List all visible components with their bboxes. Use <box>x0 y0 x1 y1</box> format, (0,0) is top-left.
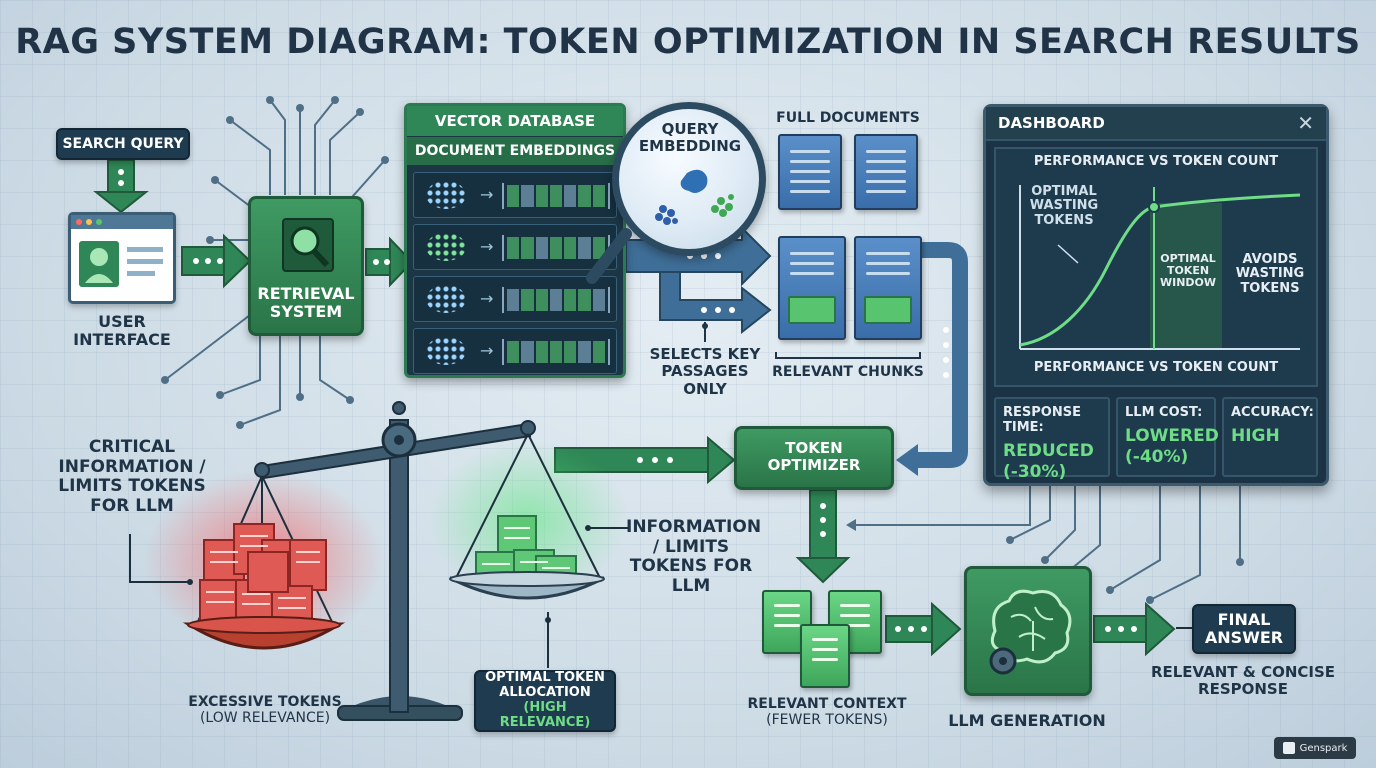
arrow-llm-to-final <box>1093 601 1176 657</box>
embedding-cluster-icon <box>426 337 466 365</box>
embedding-row: → <box>413 172 617 218</box>
page-title: RAG SYSTEM DIAGRAM: TOKEN OPTIMIZATION I… <box>15 22 1361 62</box>
annotation-avoids-wasting: AVOIDS WASTING TOKENS <box>1235 252 1305 296</box>
embedding-row: → <box>413 328 617 374</box>
document-embeddings-title: DOCUMENT EMBEDDINGS <box>407 136 623 165</box>
arrow-retrieval-to-vdb <box>365 236 414 288</box>
arrow-optimizer-to-context <box>795 489 851 584</box>
search-query-label: SEARCH QUERY <box>62 135 184 152</box>
llm-generation-label: LLM GENERATION <box>948 711 1106 730</box>
llm-generation-box[interactable] <box>964 566 1092 696</box>
relevant-concise-label: RELEVANT & CONCISE RESPONSE <box>1150 663 1336 699</box>
stat-accuracy: ACCURACY: HIGH <box>1222 397 1318 477</box>
information-limits-label: INFORMATION / LIMITS TOKENS FOR LLM <box>626 517 762 596</box>
embedding-cluster-icon <box>426 181 466 209</box>
document-icon <box>854 134 918 210</box>
query-embedding-label: QUERY EMBEDDING <box>638 120 742 156</box>
search-query-box[interactable]: SEARCH QUERY <box>56 128 190 160</box>
arrow-ui-to-retrieval <box>181 233 252 289</box>
chunk-document-icon <box>778 236 846 340</box>
logo-icon <box>1282 742 1295 754</box>
dashboard-panel: DASHBOARD ✕ PERFORMANCE VS TOKEN COUNT O… <box>983 104 1329 486</box>
circuit-traces <box>164 99 1241 601</box>
query-embedding-magnifier: QUERY EMBEDDING <box>612 102 766 256</box>
document-icon <box>778 134 842 210</box>
final-answer-box[interactable]: FINAL ANSWER <box>1192 604 1296 654</box>
retrieval-system-label: RETRIEVAL SYSTEM <box>257 284 355 322</box>
optimal-token-allocation-box: OPTIMAL TOKEN ALLOCATION (HIGH RELEVANCE… <box>474 670 616 732</box>
genspark-watermark: Genspark <box>1274 737 1356 759</box>
user-avatar-icon <box>79 241 163 287</box>
embedding-row: → <box>413 276 617 322</box>
user-interface-label: USER INTERFACE <box>73 312 171 350</box>
dashboard-title: DASHBOARD <box>998 114 1105 132</box>
arrow-context-to-llm <box>885 601 962 657</box>
balance-scale <box>144 401 628 721</box>
magnifier-handle <box>586 228 632 284</box>
selects-key-passages-label: SELECTS KEY PASSAGES ONLY <box>649 345 761 398</box>
full-documents-label: FULL DOCUMENTS <box>776 110 920 126</box>
critical-information-label: CRITICAL INFORMATION / LIMITS TOKENS FOR… <box>58 437 206 516</box>
close-icon[interactable]: ✕ <box>1297 111 1314 135</box>
stat-response-time: RESPONSE TIME: REDUCED (-30%) <box>994 397 1110 482</box>
relevant-chunks-label: RELEVANT CHUNKS <box>772 364 924 380</box>
vector-database-title: VECTOR DATABASE <box>407 106 623 136</box>
vector-database-panel: VECTOR DATABASE DOCUMENT EMBEDDINGS → → … <box>404 103 626 378</box>
chart-title-top: PERFORMANCE VS TOKEN COUNT <box>1033 154 1279 169</box>
chunk-document-icon <box>854 236 922 340</box>
performance-chart: PERFORMANCE VS TOKEN COUNT OPTIMAL WASTI… <box>994 147 1318 387</box>
embedding-cluster-icon <box>426 233 466 261</box>
dashboard-header: DASHBOARD ✕ <box>986 107 1326 141</box>
relevant-context-label: RELEVANT CONTEXT (FEWER TOKENS) <box>747 696 907 729</box>
token-optimizer-label: TOKEN OPTIMIZER <box>767 439 861 475</box>
embedding-row: → <box>413 224 617 270</box>
embedding-cluster-icon <box>426 285 466 313</box>
performance-curve <box>1019 185 1301 350</box>
token-optimizer-box[interactable]: TOKEN OPTIMIZER <box>734 426 894 490</box>
annotation-optimal-wasting: OPTIMAL WASTING TOKENS <box>1029 184 1099 228</box>
brain-gear-icon <box>989 589 1072 675</box>
chart-title-bottom: PERFORMANCE VS TOKEN COUNT <box>1033 360 1279 375</box>
arrow-chunks-to-optimizer <box>896 242 968 476</box>
retrieval-system-box[interactable]: RETRIEVAL SYSTEM <box>248 196 364 336</box>
embedding-blob-icon <box>655 169 734 225</box>
stat-llm-cost: LLM COST: LOWERED (-40%) <box>1116 397 1219 477</box>
window-titlebar <box>71 215 173 229</box>
user-interface-window[interactable] <box>68 212 176 304</box>
magnifier-folder-icon <box>282 218 334 272</box>
excessive-tokens-label: EXCESSIVE TOKENS (LOW RELEVANCE) <box>188 694 342 727</box>
annotation-optimal-window: OPTIMAL TOKEN WINDOW <box>1159 252 1217 290</box>
circuit-nodes <box>161 96 1244 604</box>
context-document-icon <box>800 624 850 688</box>
